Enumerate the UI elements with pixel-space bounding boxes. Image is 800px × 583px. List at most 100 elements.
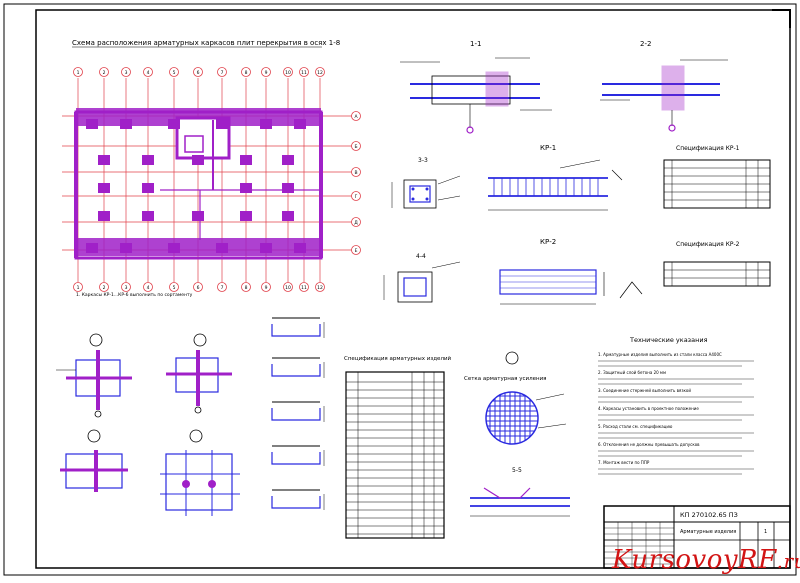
axis-bubble-right: В xyxy=(351,167,361,177)
axis-label-top: 4 xyxy=(147,70,150,76)
section-label-4-4: 4-4 xyxy=(416,253,426,260)
axis-label-bottom: 1 xyxy=(77,285,80,291)
bar-shape xyxy=(271,357,325,378)
axis-bubble-right: Г xyxy=(351,191,361,201)
note-line: 5. Расход стали см. спецификацию xyxy=(598,424,673,429)
axis-label-bottom: 12 xyxy=(317,285,323,291)
frame-kp2-elevation: КР-2 xyxy=(499,238,643,305)
axis-bubble-bottom: 10 xyxy=(283,282,293,292)
technical-notes: Технические указания 1. Арматурные издел… xyxy=(598,336,754,475)
axis-label-top: 2 xyxy=(103,70,106,76)
axis-bubble-top: 4 xyxy=(143,67,153,77)
main-spec-title: Спецификация арматурных изделий xyxy=(344,355,452,362)
axis-label-top: 8 xyxy=(245,70,248,76)
spec-kp1-table: Спецификация КР-1 xyxy=(663,145,771,209)
axis-label-bottom: 7 xyxy=(221,285,224,291)
corner-mark xyxy=(772,9,791,28)
axis-label-right: Г xyxy=(355,194,358,200)
axis-bubble-right: А xyxy=(351,111,361,121)
axis-label-bottom: 4 xyxy=(147,285,150,291)
spec-kp2-table: Спецификация КР-2 xyxy=(663,241,771,287)
axis-label-right: Е xyxy=(355,248,358,254)
kp1-label: КР-1 xyxy=(540,144,556,152)
section-4-4: 4-4 xyxy=(383,253,461,303)
reinforcement-mesh-detail: Сетка арматурная усиления xyxy=(464,351,567,445)
stamp-title: Арматурные изделия xyxy=(680,529,736,535)
axis-bubble-bottom: 6 xyxy=(193,282,203,292)
axis-label-top: 3 xyxy=(125,70,128,76)
axis-bubble-top: 2 xyxy=(99,67,109,77)
axis-bubble-top: 5 xyxy=(169,67,179,77)
note-line: 7. Монтаж вести по ППР xyxy=(598,460,650,465)
bar-shape xyxy=(271,489,325,510)
section-3-3: 3-3 xyxy=(391,157,461,209)
axis-bubble-top: 11 xyxy=(299,67,309,77)
section-2-2: 2-2 xyxy=(600,40,728,132)
axis-bubble-right: Е xyxy=(351,245,361,255)
section-label-1-1: 1-1 xyxy=(470,40,481,48)
axis-label-top: 12 xyxy=(317,70,323,76)
detail-node-2 xyxy=(166,333,232,414)
main-plan-title: Схема расположения арматурных каркасов п… xyxy=(72,39,340,47)
axis-bubble-bottom: 12 xyxy=(315,282,325,292)
axis-label-bottom: 11 xyxy=(301,285,307,291)
section-label-3-3: 3-3 xyxy=(418,157,428,164)
frame-kp1-elevation: КР-1 xyxy=(488,144,623,211)
axis-label-bottom: 10 xyxy=(285,285,291,291)
detail-node-4 xyxy=(160,429,240,516)
axis-bubble-right: Б xyxy=(351,141,361,151)
axis-label-top: 7 xyxy=(221,70,224,76)
note-line: 2. Защитный слой бетона 20 мм xyxy=(598,370,666,375)
axis-label-bottom: 3 xyxy=(125,285,128,291)
axis-bubble-bottom: 8 xyxy=(241,282,251,292)
note-line: 4. Каркасы установить в проектное положе… xyxy=(598,406,699,411)
axis-label-right: Б xyxy=(354,144,357,150)
axis-label-top: 5 xyxy=(173,70,176,76)
axis-label-right: Д xyxy=(354,220,358,226)
axis-label-top: 6 xyxy=(197,70,200,76)
note-line: 1. Арматурные изделия выполнить из стали… xyxy=(598,352,722,357)
section-5-5: 5-5 xyxy=(470,467,570,517)
axis-bubble-bottom: 7 xyxy=(217,282,227,292)
axis-bubble-bottom: 11 xyxy=(299,282,309,292)
axis-bubble-bottom: 3 xyxy=(121,282,131,292)
axis-bubble-top: 1 xyxy=(73,67,83,77)
axis-label-bottom: 2 xyxy=(103,285,106,291)
main-spec-table: Спецификация арматурных изделий xyxy=(344,355,452,539)
spec-kp2-title: Спецификация КР-2 xyxy=(676,241,740,248)
section-label-2-2: 2-2 xyxy=(640,40,651,48)
stamp-code: КП 270102.65 ПЗ xyxy=(680,511,738,519)
stamp-sheet-no: 1 xyxy=(764,529,767,535)
inner-frame xyxy=(35,9,791,569)
bar-shape xyxy=(271,445,325,466)
bar-shape-schedule xyxy=(271,317,325,510)
axis-bubble-top: 12 xyxy=(315,67,325,77)
outer-frame xyxy=(3,3,797,576)
watermark-tail: .ru xyxy=(776,549,800,573)
axis-bubble-bottom: 1 xyxy=(73,282,83,292)
spec-kp1-title: Спецификация КР-1 xyxy=(676,145,740,152)
mesh-title: Сетка арматурная усиления xyxy=(464,376,546,382)
note-line: 6. Отклонения не должны превышать допуск… xyxy=(598,442,700,447)
section-label-5-5: 5-5 xyxy=(512,467,522,474)
axis-label-right: В xyxy=(354,170,357,176)
axis-label-top: 1 xyxy=(77,70,80,76)
axis-bubble-bottom: 4 xyxy=(143,282,153,292)
axis-label-bottom: 8 xyxy=(245,285,248,291)
axis-bubble-top: 6 xyxy=(193,67,203,77)
axis-bubble-top: 9 xyxy=(261,67,271,77)
detail-node-3 xyxy=(60,429,128,492)
note-line: 3. Соединение стержней выполнить вязкой xyxy=(598,388,691,393)
bar-shape xyxy=(271,401,325,422)
axis-bubble-top: 10 xyxy=(283,67,293,77)
axis-bubble-top: 3 xyxy=(121,67,131,77)
plan-note: 1. Каркасы КР-1...КР-6 выполнить по сорт… xyxy=(76,292,193,298)
axis-label-bottom: 6 xyxy=(197,285,200,291)
right-axis-bubbles: А Б В Г Д Е xyxy=(351,111,361,255)
watermark: KursovoyRF.ru xyxy=(612,545,800,575)
axis-bubble-top: 8 xyxy=(241,67,251,77)
